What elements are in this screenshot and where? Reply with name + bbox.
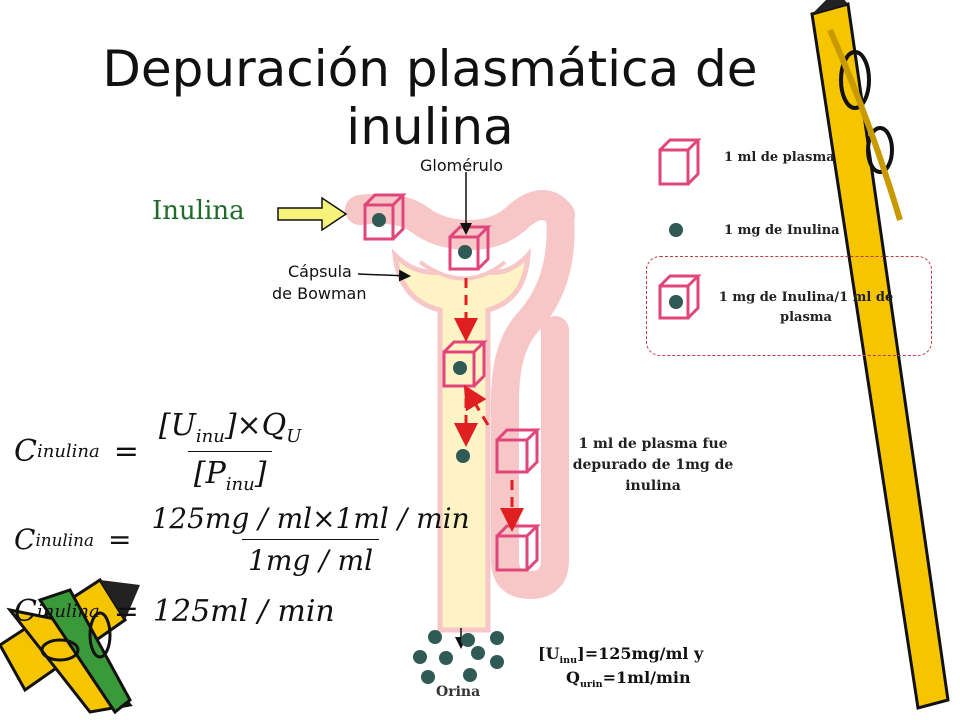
condition-q: Qurin=1ml/min: [566, 668, 691, 691]
input-arrow: [277, 196, 348, 232]
urine-dots: [413, 630, 504, 684]
crayon-icon: [0, 577, 140, 715]
dot-icon: [456, 449, 470, 463]
orina-label: Orina: [436, 684, 481, 700]
depurado-text: 1 ml de plasma fue depurado de 1mg de in…: [572, 436, 734, 494]
glomerulo-label: Glomérulo: [420, 156, 504, 175]
legend-dot-icon: [669, 223, 683, 237]
condition-u: [Uinu]=125mg/ml y: [538, 644, 704, 667]
legend-ratio-text: 1 mg de Inulina/1 ml de plasma: [718, 290, 894, 325]
flow-arrows: [454, 278, 524, 532]
legend-inulina-text: 1 mg de Inulina: [724, 223, 840, 238]
capsula-label-line2: de Bowman: [272, 284, 367, 303]
legend-plasma-text: 1 ml de plasma: [724, 150, 835, 165]
legend-ratio-box: [646, 256, 932, 356]
page-title: Depuración plasmática de inulina: [102, 40, 758, 156]
crayon-icon: [810, 0, 950, 710]
inulina-label: Inulina: [152, 196, 245, 226]
cube-icon: [363, 193, 541, 572]
legend-cube-icon: [658, 138, 702, 186]
capsula-label-line1: Cápsula: [288, 262, 352, 281]
legend-cube-dot-icon: [658, 274, 702, 320]
